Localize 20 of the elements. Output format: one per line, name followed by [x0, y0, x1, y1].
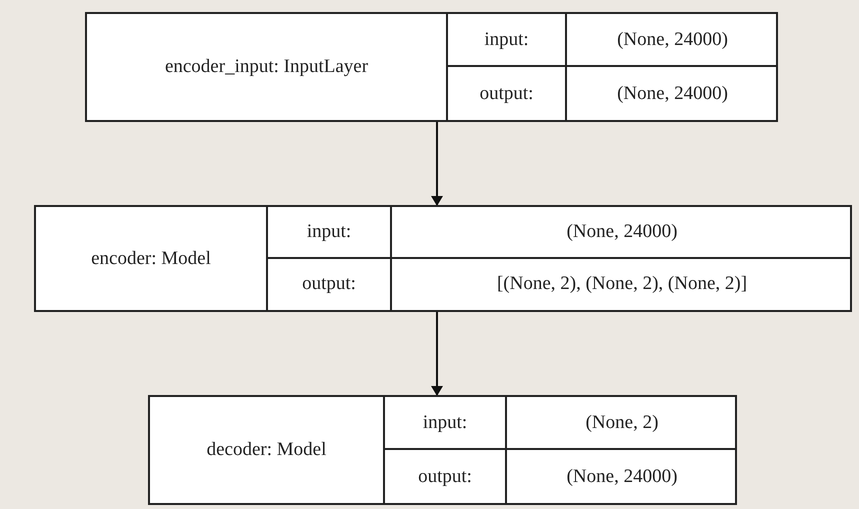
shape-value: (None, 2) — [507, 397, 737, 450]
layer-box — [148, 395, 737, 505]
shape-value: (None, 24000) — [567, 14, 778, 67]
shape-value: (None, 24000) — [566, 464, 678, 488]
port-label: input: — [448, 14, 567, 67]
layer-box — [34, 205, 852, 312]
layer-name: encoder_input: InputLayer — [87, 14, 448, 120]
shape-value: (None, 24000) — [616, 82, 729, 106]
shape-value: (None, 24000) — [392, 207, 852, 258]
port-label: output: — [268, 258, 392, 310]
arrow — [431, 312, 443, 396]
port-label: input: — [385, 397, 507, 450]
port-label: output: — [385, 450, 507, 503]
layer-name: decoder: Model — [150, 397, 385, 503]
layer-name: encoder: Model — [36, 207, 268, 310]
port-label: output: — [448, 67, 567, 120]
port-label: input: — [268, 207, 392, 258]
arrow — [431, 122, 443, 206]
shape-value: [(None, 2), (None, 2), (None, 2)] — [496, 272, 748, 296]
layer-box — [85, 12, 778, 122]
